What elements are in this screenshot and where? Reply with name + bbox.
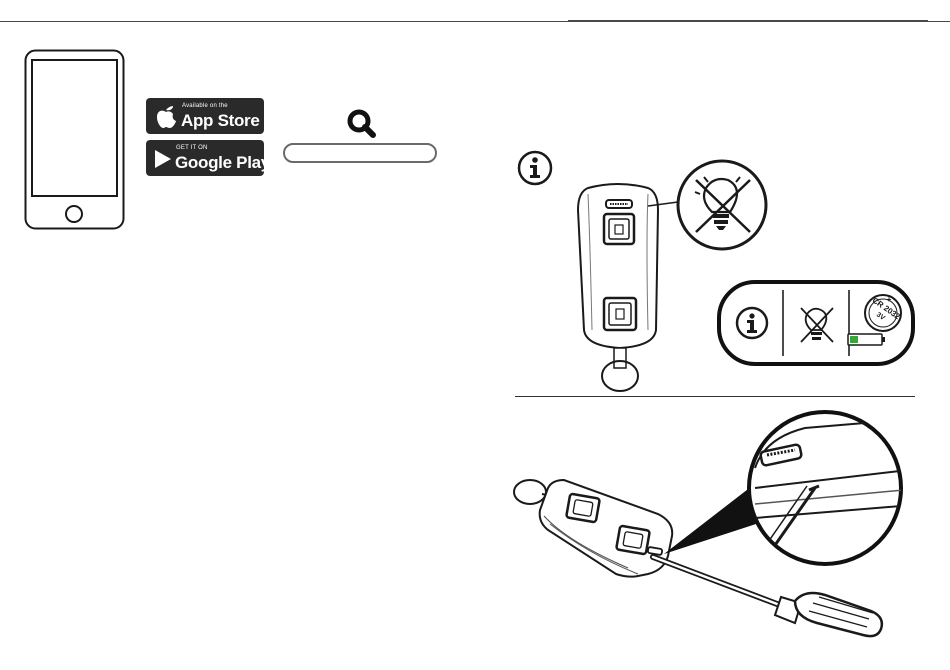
apple-icon: [155, 103, 177, 129]
info-icon-small: [737, 308, 767, 338]
google-play-button[interactable]: GET IT ON Google Play: [146, 140, 264, 176]
battery-status-panel: CR 2032 3V +: [717, 280, 915, 366]
google-play-big-text: Google Play: [175, 153, 264, 173]
app-store-small-text: Available on the: [182, 103, 228, 109]
smartphone-icon: [24, 49, 126, 231]
remote-control-front: [560, 180, 680, 400]
search-icon: [345, 108, 379, 140]
battery-low-icon: [848, 334, 885, 345]
search-input[interactable]: [283, 143, 437, 163]
battery-coin-icon: CR 2032 3V +: [865, 295, 902, 331]
google-play-icon: [154, 149, 172, 169]
app-store-big-text: App Store: [181, 111, 260, 131]
info-icon: [516, 149, 554, 187]
app-store-button[interactable]: Available on the App Store: [146, 98, 264, 134]
battery-level-fill: [850, 336, 858, 343]
top-border: [0, 21, 950, 22]
section-divider: [515, 396, 915, 397]
google-play-small-text: GET IT ON: [176, 145, 208, 151]
key-ring-side: [514, 480, 546, 504]
screwdriver-icon: [645, 545, 890, 640]
battery-polarity: +: [887, 295, 892, 304]
zoom-detail: [745, 408, 905, 568]
no-light-callout: [670, 160, 780, 250]
